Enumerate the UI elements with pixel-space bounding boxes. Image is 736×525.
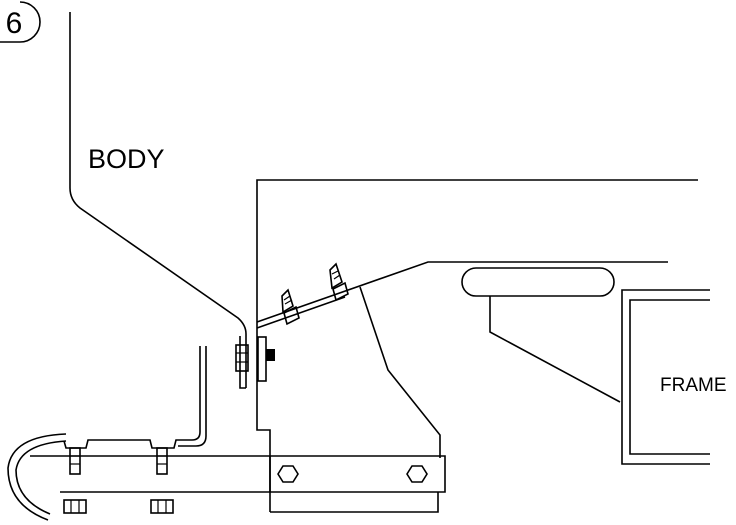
bumper-nut-1 <box>277 465 299 483</box>
frame-channel-inner <box>629 299 710 455</box>
frame-channel-outer <box>621 289 710 465</box>
lower-plate-edge <box>270 492 439 513</box>
step-number: 6 <box>6 7 23 40</box>
floor-sloped-line-inner <box>256 296 346 329</box>
frame-label: FRAME <box>660 375 727 396</box>
screw-right <box>329 262 349 302</box>
step-bracket-inner <box>178 346 207 447</box>
bumper-pad <box>461 267 615 297</box>
body-outline <box>69 12 247 388</box>
step-circle <box>0 1 41 43</box>
step-bolt-2 <box>150 447 174 514</box>
rubber-guard-inner <box>15 440 67 515</box>
bumper-mount-bracket <box>489 296 621 403</box>
step-number-badge: 6 <box>0 1 41 43</box>
floor-sloped-line <box>256 261 668 323</box>
step-bracket <box>63 346 201 449</box>
angle-bracket <box>359 286 441 458</box>
rubber-guard-outer <box>7 433 67 521</box>
floor-upper-line <box>256 179 698 512</box>
flange-bolt <box>235 336 275 382</box>
step-bolt-1 <box>63 447 87 514</box>
bumper-nut-2 <box>406 465 428 483</box>
body-label: BODY <box>88 144 165 174</box>
bumper-bar <box>30 455 446 493</box>
screw-left <box>281 288 300 326</box>
